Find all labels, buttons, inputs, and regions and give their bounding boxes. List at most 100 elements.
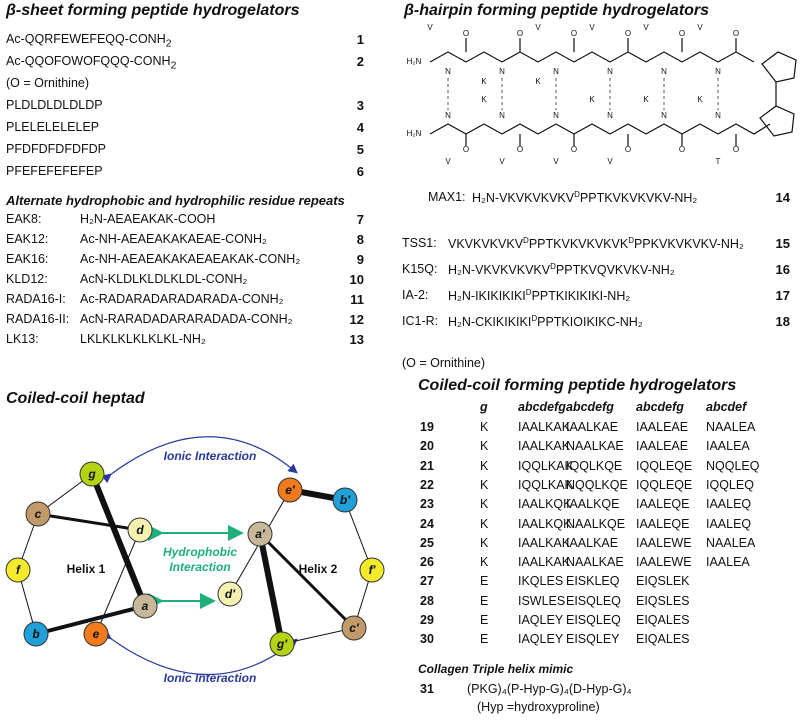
alternate-seq: AcN-RARADADARARADADA-CONH₂ — [80, 312, 293, 326]
residue-b: b — [32, 627, 39, 641]
coiled-cell: IAALEAE — [636, 439, 689, 454]
coiled-cell: IAQLEY — [518, 613, 564, 627]
svg-text:N: N — [499, 67, 505, 76]
ionic-bottom-label: Ionic Interaction — [164, 671, 257, 685]
coiled-cell: IAALKQE — [566, 497, 620, 512]
compound-number: 25 — [420, 535, 434, 550]
coiled-cell: K — [480, 439, 489, 454]
coiled-cell: IAALEQ — [706, 497, 752, 512]
hairpin-side-low-1: V — [445, 157, 451, 166]
beta-sheet-seq: PFDFDFDFDFDP — [6, 142, 106, 156]
hairpin-side-low-5: T — [716, 157, 721, 166]
compound-number: 17 — [775, 288, 790, 303]
coiled-cell: NQQLKQE — [566, 477, 628, 492]
hydrophobic-label-2: Interaction — [169, 560, 230, 574]
d-superscript: D — [525, 288, 532, 297]
coiled-title: Coiled-coil forming peptide hydrogelator… — [418, 377, 737, 394]
beta-sheet-seq: Ac-QQRFEWEFEQQ-CONH2 — [6, 32, 172, 50]
hairpin-side-top-6: V — [643, 23, 649, 32]
svg-text:N: N — [499, 111, 505, 120]
coiled-cell: EIQSLES — [636, 593, 690, 608]
hairpin-cterm: H₂N — [407, 129, 422, 138]
residue-g-prime: g′ — [276, 637, 288, 651]
compound-number: 13 — [349, 332, 364, 347]
coiled-cell: E — [480, 593, 489, 608]
alternate-name: EAK16: — [6, 252, 49, 266]
coiled-header: abcdefg — [518, 400, 566, 414]
svg-text:N: N — [607, 111, 613, 120]
hairpin-side-top-5: V — [589, 23, 595, 32]
coiled-cell: EIQALES — [636, 613, 690, 627]
seq-part: H₂N-CKIKIKIKI — [448, 315, 532, 330]
compound-number: 21 — [420, 458, 434, 473]
coiled-cell: IAALKAK — [518, 439, 571, 454]
compound-number: 6 — [356, 164, 364, 179]
heptad-title: Coiled-coil heptad — [6, 390, 145, 407]
coiled-cell: IAALEQE — [636, 516, 690, 531]
residue-g: g — [87, 467, 96, 481]
svg-text:N: N — [553, 67, 559, 76]
hairpin-nterm: H₂N — [407, 57, 422, 66]
coiled-header: g — [480, 400, 488, 414]
svg-text:N: N — [661, 67, 667, 76]
residue-c-prime: c′ — [349, 621, 360, 635]
coiled-cell: EISQLEY — [566, 632, 620, 647]
residue-d: d — [136, 523, 144, 537]
svg-text:N: N — [553, 111, 559, 120]
beta-sheet-title: β-sheet forming peptide hydrogelators — [6, 2, 300, 19]
coiled-cell: EISQLEQ — [566, 613, 621, 627]
residue-d-prime: d′ — [225, 587, 236, 601]
coiled-cell: IAALKAE — [566, 535, 619, 550]
coiled-cell: K — [480, 516, 489, 531]
alternate-name: LK13: — [6, 332, 39, 346]
coiled-cell: IAALEQ — [706, 516, 752, 531]
coiled-cell: E — [480, 632, 489, 647]
seq-part: H₂N-VKVKVKVKV — [448, 263, 551, 278]
beta-sheet-seq: Ac-QQOFOWOFQQQ-CONH2 — [6, 54, 177, 72]
coiled-cell: IAALKAK — [518, 535, 571, 550]
coiled-cell: EISKLEQ — [566, 574, 620, 589]
beta-sheet-seq: PLELELELELEP — [6, 120, 100, 134]
residue-e-prime: e′ — [285, 483, 296, 497]
coiled-cell: IKQLES — [518, 574, 564, 589]
hairpin-side-top-3: K — [535, 77, 541, 86]
coiled-cell: IAALEA — [706, 555, 750, 570]
compound-number: 20 — [420, 439, 434, 454]
beta-sheet-seq: (O = Ornithine) — [6, 76, 90, 90]
coiled-cell: K — [480, 458, 489, 473]
collagen-title: Collagen Triple helix mimic — [418, 662, 574, 676]
compound-number: 24 — [420, 516, 434, 531]
svg-text:O: O — [463, 29, 469, 38]
coiled-cell: E — [480, 613, 489, 627]
coiled-cell: IAALKQK — [518, 516, 572, 531]
svg-text:O: O — [625, 145, 631, 154]
residue-a-prime: a′ — [255, 527, 266, 541]
svg-text:N: N — [661, 111, 667, 120]
alternate-name: RADA16-I: — [6, 292, 66, 306]
compound-number: 28 — [420, 593, 434, 608]
compound-number: 18 — [775, 314, 790, 329]
coiled-cell: IQQLEQE — [636, 477, 693, 492]
seq-part: PPTKVQVKVKV-NH₂ — [555, 263, 675, 278]
hairpin-title: β-hairpin forming peptide hydrogelators — [404, 2, 710, 19]
coiled-cell: E — [480, 574, 489, 589]
svg-text:N: N — [715, 67, 721, 76]
coiled-header: abcdef — [706, 400, 747, 414]
subscript: 2 — [170, 60, 177, 72]
compound-number: 16 — [775, 262, 790, 277]
coiled-cell: NAALKAE — [566, 439, 624, 454]
coiled-cell: IQQLEQE — [636, 458, 693, 473]
seq-part: PPKVKVKVKV-NH₂ — [633, 237, 744, 252]
compound-number: 26 — [420, 555, 434, 570]
subscript: 2 — [165, 38, 172, 50]
residue-e: e — [93, 627, 100, 641]
seq-part: VKVKVKVKV — [448, 237, 524, 252]
hairpin-seq: H₂N-CKIKIKIKIDPPTKIOIKIKC-NH₂ — [448, 314, 643, 329]
hairpin-name: IC1-R: — [402, 314, 439, 328]
coiled-cell: IAALKAE — [566, 420, 619, 434]
alternate-seq: Ac-RADARADARADARADA-CONH₂ — [80, 292, 284, 306]
d-superscript: D — [574, 190, 580, 199]
coiled-cell: NAALEA — [706, 420, 756, 434]
residue-b-prime: b′ — [340, 493, 351, 507]
